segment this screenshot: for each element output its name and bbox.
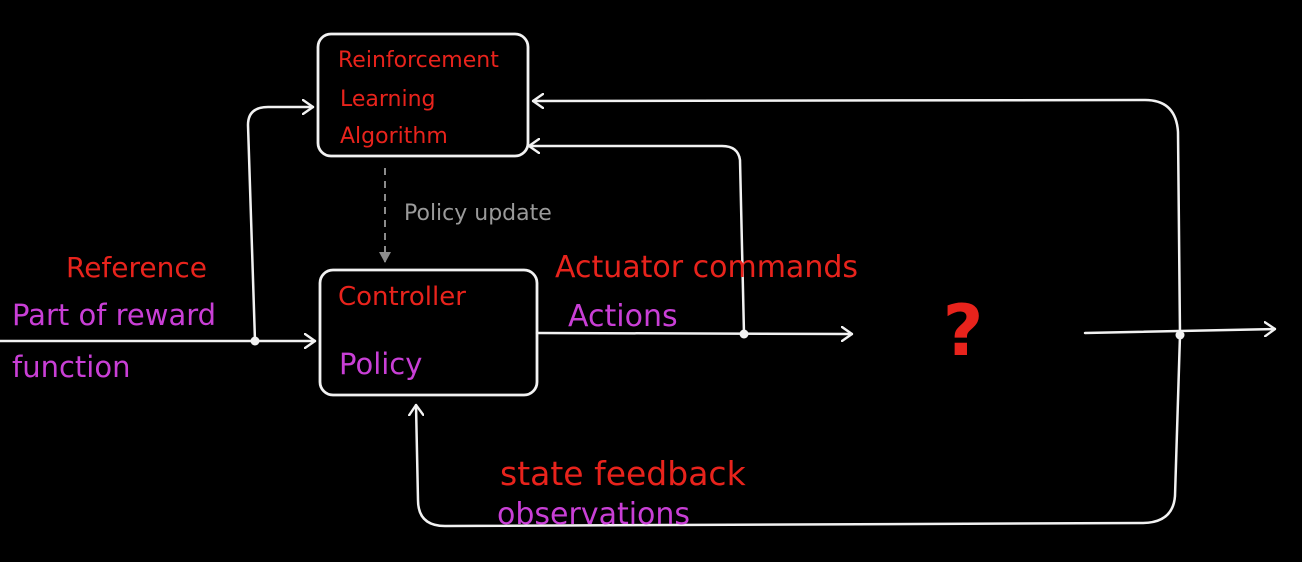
rl-feedback-arrow [531,100,1182,337]
rl-block-line3: Algorithm [340,124,448,149]
output-junction [1175,330,1185,340]
reference-junction [250,336,260,346]
observations-label: observations [497,497,690,532]
state-feedback-label: state feedback [500,454,747,493]
unknown-plant-symbol: ? [943,290,984,372]
controller-title: Controller [338,282,466,312]
state-feedback-arrow [416,333,1182,528]
controller-subtitle: Policy [339,347,422,381]
reward-label-line1: Part of reward [12,298,216,332]
rl-block-line1: Reinforcement [338,48,499,73]
rl-algorithm-block [316,32,530,158]
actuator-commands-label: Actuator commands [555,250,858,285]
action-output-arrow [535,333,854,334]
action-junction [739,329,749,339]
action-branch-arrow [527,146,746,336]
reward-label-line2: function [12,350,130,384]
rl-block-line2: Learning [340,87,436,112]
reference-label: Reference [66,251,207,284]
policy-update-label: Policy update [404,201,552,226]
actions-label: Actions [568,299,678,334]
controller-block [318,268,539,397]
reward-branch-arrow [246,107,315,343]
